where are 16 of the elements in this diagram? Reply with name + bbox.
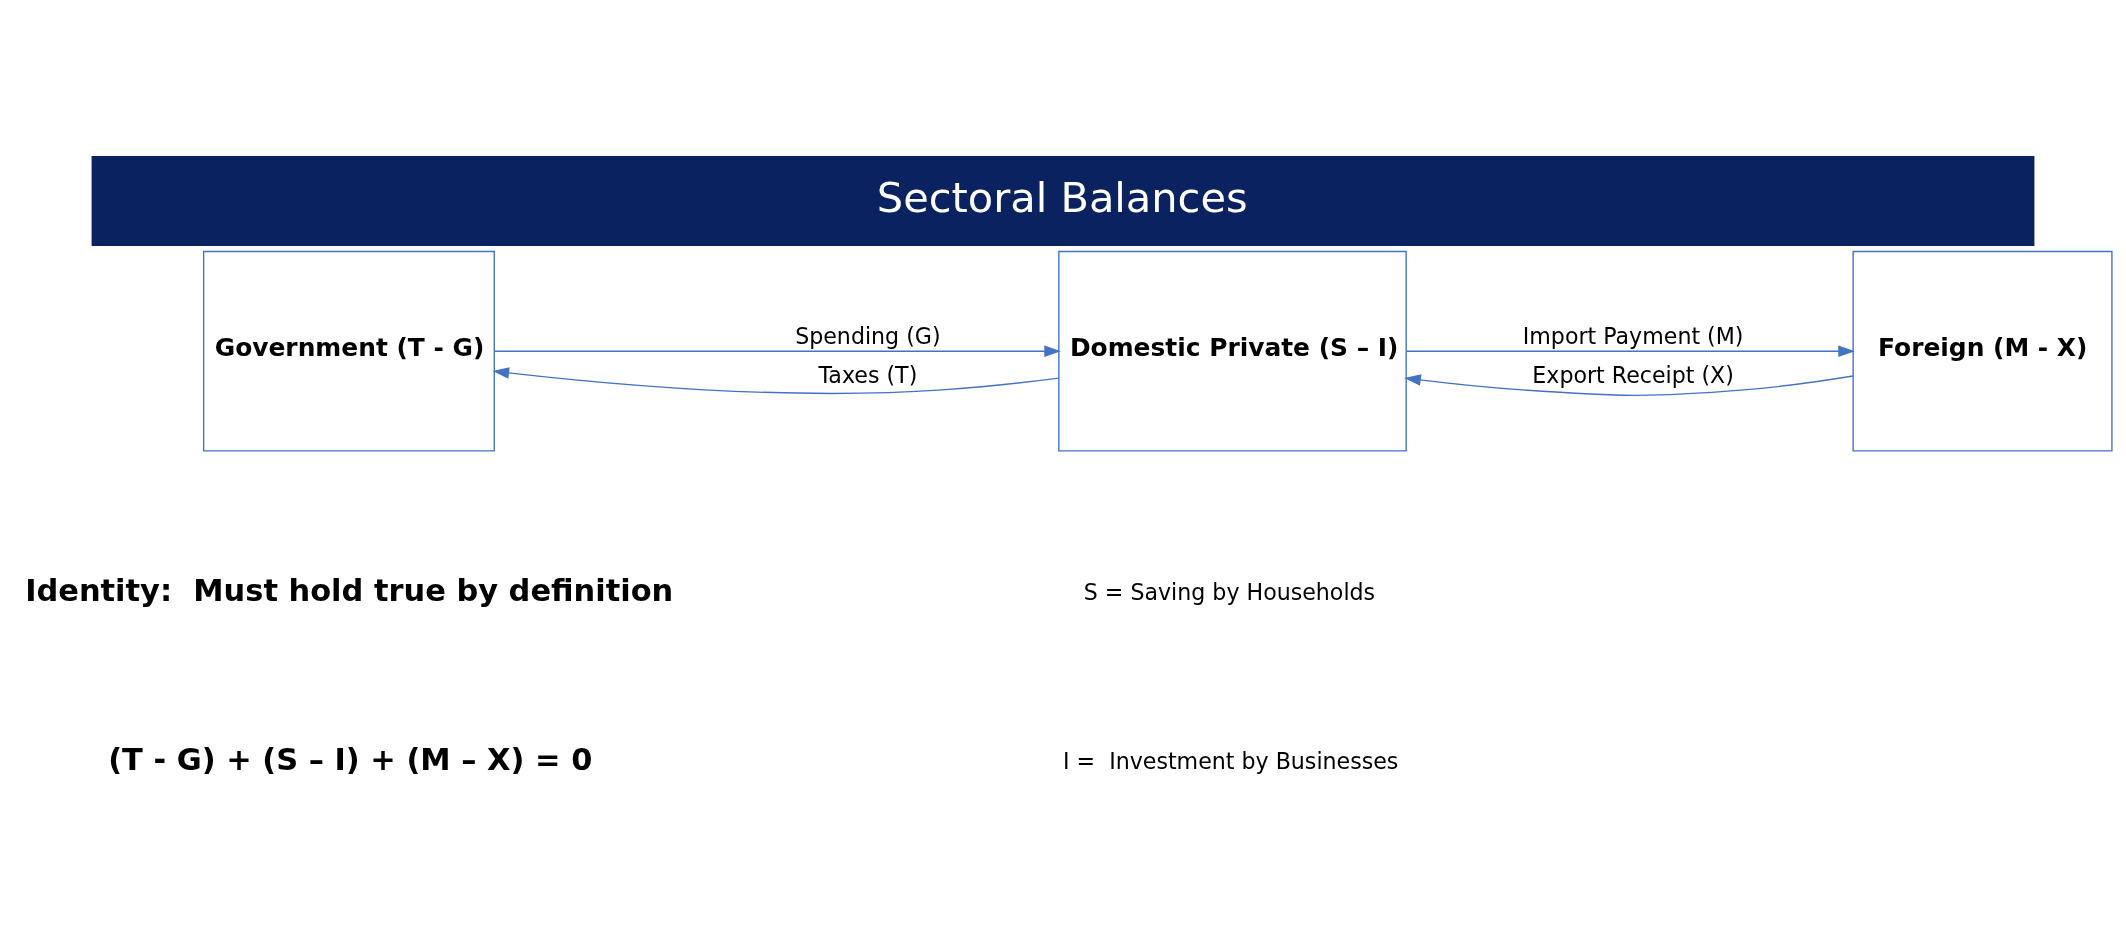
edge-label: Import Payment (M) [1522,322,1744,349]
edge-label: Spending (G) [795,322,941,349]
edge-label: Export Receipt (X) [1532,361,1734,388]
arrow [492,366,1060,394]
node-box: Government (T - G) [202,250,495,451]
label: S = Saving by Households [1083,578,1376,605]
label: Identity: Must hold true by definition [25,572,674,608]
diagram-title: Sectoral Balances [876,172,1248,222]
arrow [1404,373,1854,396]
label: I = Investment by Businesses [1063,747,1399,774]
arrow [1405,344,1855,357]
node-box: Domestic Private (S – I) [1058,250,1407,451]
node-box: Foreign (M - X) [1852,250,2113,451]
arrow [493,344,1061,357]
label: (T - G) + (S – I) + (M – X) = 0 [108,741,593,777]
edge-label: Taxes (T) [818,361,918,388]
